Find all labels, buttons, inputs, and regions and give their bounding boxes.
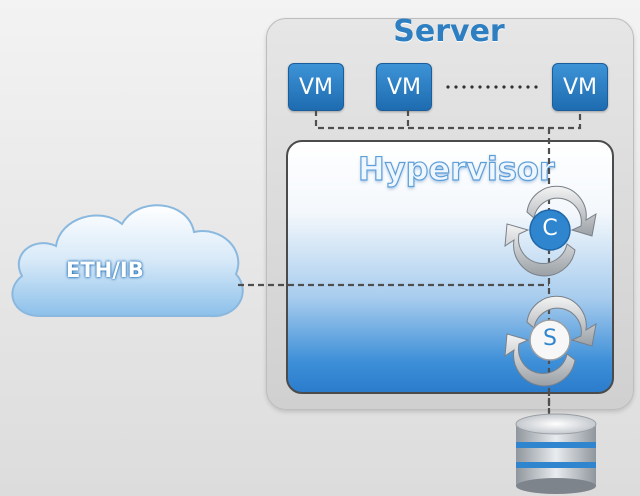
network-label: ETH/IB [66, 258, 144, 282]
vm-ellipsis [446, 85, 538, 89]
storage-sync-label: S [543, 326, 557, 351]
vm-box-3: VM [552, 63, 608, 111]
hypervisor-title: Hypervisor [357, 149, 555, 188]
server-title: Server [393, 14, 505, 49]
storage-sync-icon [504, 295, 597, 387]
compute-sync-label: C [542, 216, 558, 241]
network-cloud-icon [11, 204, 244, 318]
compute-sync-icon [504, 185, 597, 277]
storage-database-icon [515, 413, 597, 494]
vm-box-2: VM [376, 63, 432, 111]
vm-bus-line [314, 110, 582, 130]
